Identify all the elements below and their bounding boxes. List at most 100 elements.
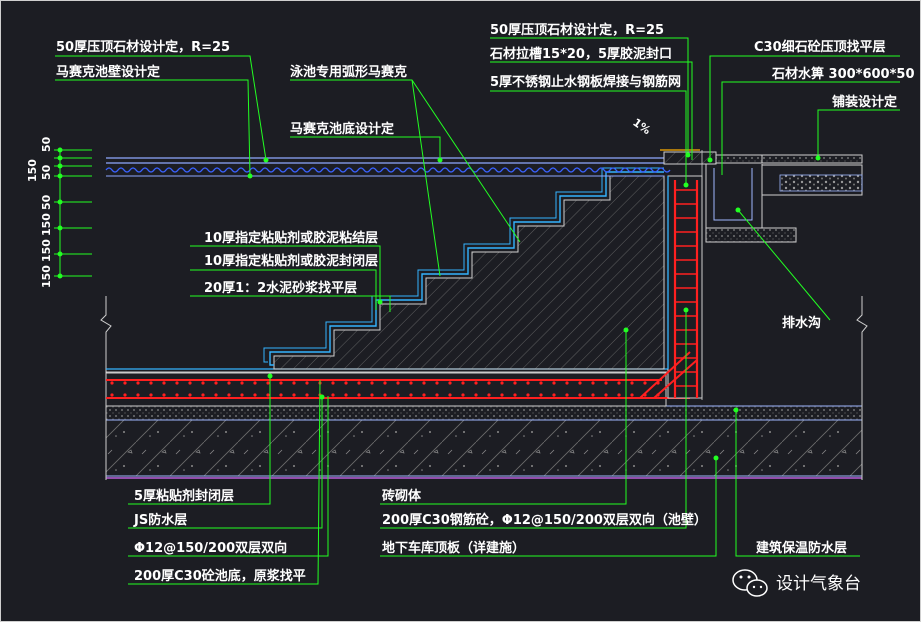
- rebar-dot: [240, 393, 244, 397]
- rebar-dot: [253, 381, 257, 385]
- rebar-dot: [162, 393, 166, 397]
- rebar-dot: [175, 381, 179, 385]
- dim-tick-dot: [57, 273, 63, 279]
- rebar-dot: [331, 393, 335, 397]
- rebar-dot: [578, 381, 582, 385]
- rebar-dot: [526, 393, 530, 397]
- rebar-dot: [552, 381, 556, 385]
- rebar-dot: [474, 393, 478, 397]
- label-brickwork: 砖砌体: [382, 488, 422, 504]
- rebar-dot: [214, 381, 218, 385]
- label-paving: 铺装设计定: [832, 94, 897, 110]
- dim-text-4: 150: [40, 213, 53, 236]
- rebar-dot: [253, 393, 257, 397]
- rebar-dot: [292, 393, 296, 397]
- rebar-dot: [617, 393, 621, 397]
- watermark-text: 设计气象台: [776, 574, 861, 594]
- rebar-dot: [500, 393, 504, 397]
- rebar-dot: [435, 381, 439, 385]
- pool-wall: [639, 175, 703, 399]
- dim-tick-dot: [57, 147, 63, 153]
- rebar-dot: [110, 381, 114, 385]
- rebar-dot: [500, 381, 504, 385]
- rebar-dot: [227, 381, 231, 385]
- rebar-dot: [448, 393, 452, 397]
- rebar-dot: [396, 393, 400, 397]
- rebar-dot: [539, 393, 543, 397]
- rebar-dot: [435, 393, 439, 397]
- coping-and-drain: [660, 149, 863, 400]
- rebar-dot: [552, 393, 556, 397]
- rebar-dot: [136, 393, 140, 397]
- dim-text-2: 50: [40, 164, 53, 180]
- rebar-dot: [474, 381, 478, 385]
- rebar-dot: [279, 393, 283, 397]
- rebar-dot: [513, 393, 517, 397]
- label-insulation-waterproof: 建筑保温防水层: [756, 540, 847, 556]
- rebar-dot: [305, 381, 309, 385]
- rebar-dot: [526, 381, 530, 385]
- rebar-dot: [643, 381, 647, 385]
- rebar-dot: [227, 393, 231, 397]
- rebar-dot: [305, 393, 309, 397]
- slope-label: 1%: [630, 116, 653, 137]
- rebar-dot: [539, 381, 543, 385]
- dim-text-6: 150: [40, 265, 53, 288]
- dim-tick-dot: [57, 199, 63, 205]
- label-stone-groove: 石材拉槽15*20，5厚胶泥封口: [489, 46, 672, 62]
- label-mortar-leveling: 20厚1：2水泥砂浆找平层: [204, 280, 357, 296]
- rebar-dot: [162, 381, 166, 385]
- label-mosaic-floor: 马赛克池底设计定: [290, 121, 394, 137]
- rebar-dot: [630, 393, 634, 397]
- rebar-dot: [331, 381, 335, 385]
- rebar-dot: [591, 393, 595, 397]
- wechat-icon: [732, 569, 768, 597]
- rebar-dot: [214, 393, 218, 397]
- rebar-dot: [604, 393, 608, 397]
- rebar-dot: [578, 393, 582, 397]
- rebar-dot: [630, 381, 634, 385]
- label-c30-wall: 200厚C30钢筋砼，Φ12@150/200双层双向（池壁）: [382, 512, 707, 528]
- rebar-dot: [383, 381, 387, 385]
- rebar-dot: [383, 393, 387, 397]
- label-coping-stone-left: 50厚压顶石材设计定，R=25: [56, 39, 230, 55]
- label-js-waterproof: JS防水层: [133, 512, 187, 528]
- rebar-dot: [201, 381, 205, 385]
- label-waterstop-plate: 5厚不锈钢止水钢板焊接与钢筋网: [490, 74, 681, 90]
- rebar-dot: [110, 393, 114, 397]
- rebar-dot: [240, 381, 244, 385]
- rebar-dot: [292, 381, 296, 385]
- rebar-dot: [188, 393, 192, 397]
- rebar-dot: [487, 393, 491, 397]
- label-mosaic-wall: 马赛克池壁设计定: [56, 64, 160, 80]
- rebar-dot: [344, 381, 348, 385]
- rebar-dot: [123, 393, 127, 397]
- label-rebar-spec: Φ12@150/200双层双向: [134, 540, 287, 556]
- rebar-dot: [487, 381, 491, 385]
- rebar-dot: [266, 381, 270, 385]
- rebar-dot: [266, 393, 270, 397]
- dim-text-5: 150: [40, 239, 53, 262]
- rebar-dot: [357, 381, 361, 385]
- rebar-dot: [591, 381, 595, 385]
- dimension-chain: [54, 147, 92, 279]
- dim-tick-dot: [57, 251, 63, 257]
- rebar-dot: [201, 393, 205, 397]
- rebar-dot: [565, 393, 569, 397]
- label-curved-mosaic: 泳池专用弧形马赛克: [290, 64, 407, 80]
- dim-tick-dot: [57, 163, 63, 169]
- rebar-dot: [370, 393, 374, 397]
- rebar-dot: [123, 381, 127, 385]
- rebar-dot: [461, 393, 465, 397]
- dim-tick-dot: [57, 225, 63, 231]
- label-stone-grate: 石材水箅 300*600*50: [771, 66, 915, 82]
- dim-tick-dot: [57, 155, 63, 161]
- rebar-dot: [344, 393, 348, 397]
- water-surface: [105, 157, 671, 177]
- label-c30-floor: 200厚C30砼池底，原浆找平: [134, 568, 306, 584]
- rebar-dot: [279, 381, 283, 385]
- label-adhesive-seal-layer: 5厚粘贴剂封闭层: [134, 488, 234, 504]
- label-adhesive-seal: 10厚指定粘贴剂或胶泥封闭层: [204, 253, 378, 269]
- label-coping-stone-right: 50厚压顶石材设计定，R=25: [490, 22, 664, 38]
